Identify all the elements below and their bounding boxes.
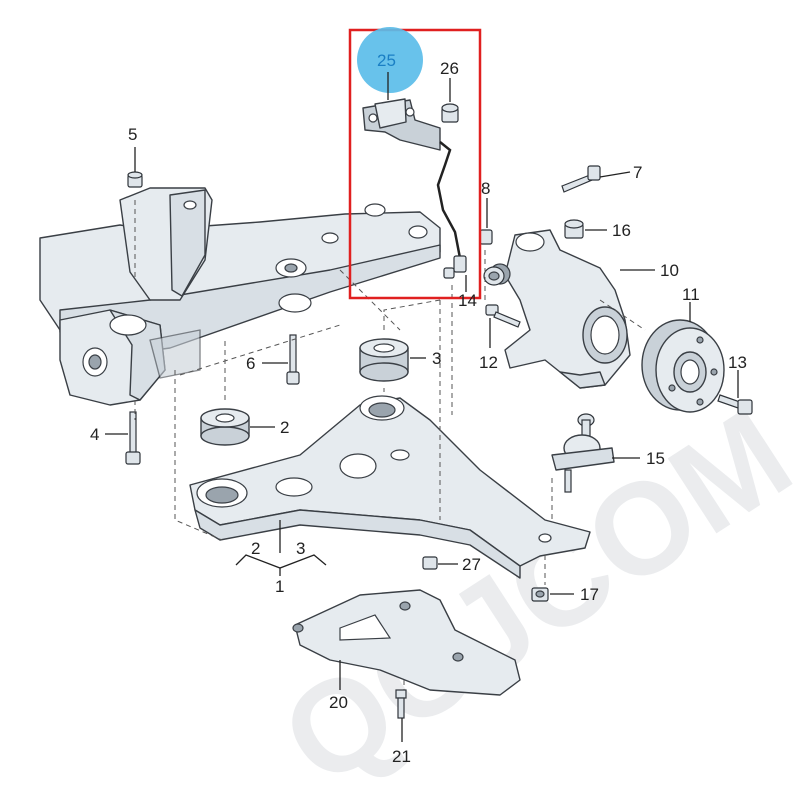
nut-part-5	[127, 171, 143, 188]
callout-6: 6	[246, 354, 255, 373]
highlight-dot	[357, 27, 423, 93]
nut-part-26	[441, 103, 459, 123]
assembly-guide-lines	[134, 200, 646, 690]
highlight-box	[348, 28, 482, 300]
nut-part-14	[479, 229, 493, 245]
callout-25: 25	[377, 51, 396, 70]
callout-13: 13	[728, 353, 747, 372]
callouts: 5 7 8 16 10 11 12 13 15 17 27 6 2 3 4 2 …	[90, 51, 747, 766]
callout-15: 15	[646, 449, 665, 468]
leader-lines	[105, 72, 739, 742]
callout-27: 27	[462, 555, 481, 574]
wheel-hub-part-11	[641, 319, 725, 413]
nut-part-16	[564, 219, 584, 239]
wheel-bearing-housing-part-10	[489, 229, 631, 389]
callout-26: 26	[440, 59, 459, 78]
bolt-part-7	[561, 165, 601, 193]
callout-12: 12	[479, 353, 498, 372]
bolt-part-21	[395, 689, 407, 719]
bolt-part-6	[286, 334, 300, 385]
callout-14: 14	[458, 291, 477, 310]
callout-17: 17	[580, 585, 599, 604]
callout-2: 2	[280, 418, 289, 437]
ball-joint-part-15	[551, 413, 615, 493]
callout-16: 16	[612, 221, 631, 240]
nut-part-27	[422, 556, 438, 570]
subframe	[39, 187, 441, 406]
callout-8: 8	[481, 179, 490, 198]
bracket-part-8	[483, 266, 505, 286]
callout-3: 3	[432, 349, 441, 368]
control-arm	[189, 395, 591, 579]
callout-5: 5	[128, 125, 137, 144]
callout-1: 1	[275, 577, 284, 596]
callout-group-2: 2	[251, 539, 260, 558]
bolt-part-12	[485, 304, 521, 328]
guard-plate-part-20	[292, 589, 521, 696]
callout-group-3: 3	[296, 539, 305, 558]
bushing-part-2	[200, 408, 250, 446]
level-sensor-part-25	[362, 98, 467, 279]
nut-part-17	[531, 587, 549, 602]
callout-20: 20	[329, 693, 348, 712]
callout-10: 10	[660, 261, 679, 280]
bushing-part-3	[359, 338, 409, 382]
callout-11: 11	[682, 285, 700, 304]
callout-4: 4	[90, 425, 99, 444]
bolt-part-13	[717, 394, 753, 415]
bolt-part-4	[125, 411, 141, 465]
callout-21: 21	[392, 747, 411, 766]
callout-7: 7	[633, 163, 642, 182]
